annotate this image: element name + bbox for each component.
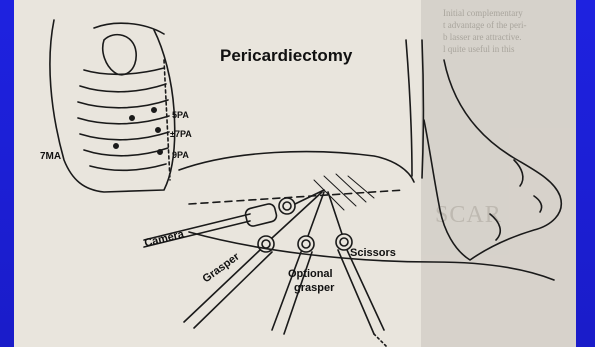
port-label-7ma: 7MA [40, 151, 61, 162]
patient-head [424, 60, 561, 260]
diagram-title: Pericardiectomy [220, 46, 352, 66]
shoulder-line [94, 23, 164, 34]
label-grasper-2: grasper [294, 282, 334, 294]
figure-scan: Initial complementary t advantage of the… [14, 0, 576, 347]
scapula [103, 35, 136, 75]
scissors-instrument [347, 250, 384, 330]
incision-line [189, 190, 404, 204]
patient-arm-up [406, 40, 412, 176]
patient-back [179, 152, 414, 182]
port-label-9pa: 9PA [172, 150, 189, 160]
label-optional: Optional [288, 268, 333, 280]
port-label-7pa: ±7PA [170, 129, 192, 139]
label-scissors: Scissors [350, 247, 396, 259]
port-label-5pa: 5PA [172, 110, 189, 120]
